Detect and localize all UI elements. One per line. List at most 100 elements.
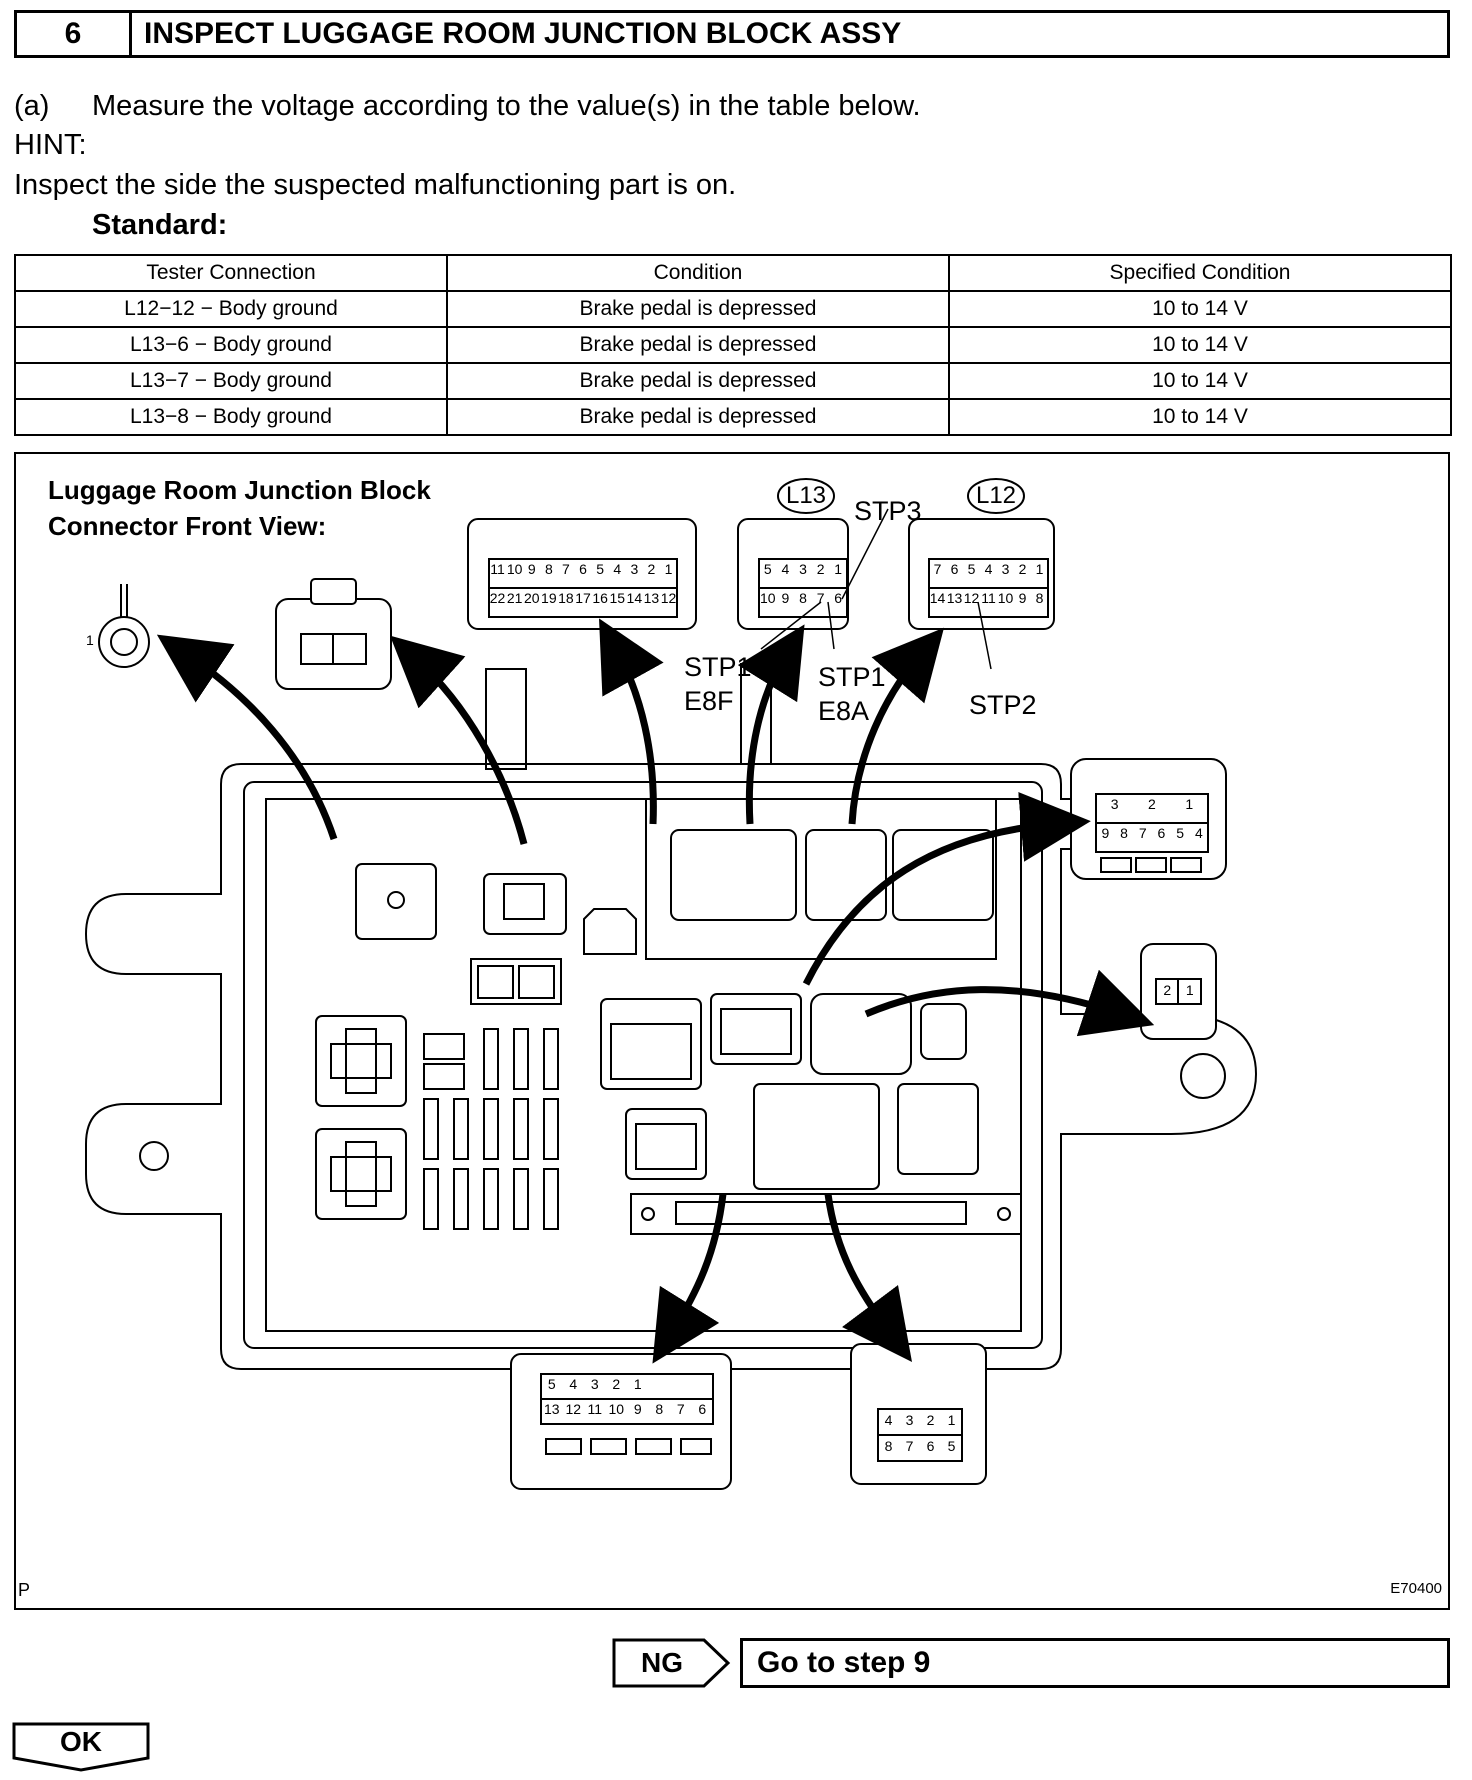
ground-stud-base bbox=[355, 863, 437, 940]
pin-number: 21 bbox=[506, 590, 523, 606]
hint-label: HINT: bbox=[14, 129, 87, 161]
pin-number: 3 bbox=[590, 1376, 599, 1392]
step-header: 6 INSPECT LUGGAGE ROOM JUNCTION BLOCK AS… bbox=[14, 10, 1450, 58]
pin-number: 19 bbox=[541, 590, 557, 606]
ng-target-text: Go to step 9 bbox=[757, 1646, 931, 1679]
pin-number: 8 bbox=[544, 561, 553, 577]
cell-tester-connection: L13−6 − Body ground bbox=[14, 326, 448, 364]
pin-number: 7 bbox=[905, 1438, 914, 1454]
ok-button[interactable]: OK bbox=[12, 1722, 150, 1772]
pin-number: 14 bbox=[929, 590, 946, 606]
step-number: 6 bbox=[17, 13, 132, 55]
diagram-drawing bbox=[84, 478, 1258, 1490]
socket-8pin bbox=[897, 1083, 979, 1175]
header-specified-condition: Specified Condition bbox=[948, 254, 1452, 292]
pin-number: 1 bbox=[1185, 982, 1194, 998]
ng-button[interactable]: NG bbox=[612, 1638, 732, 1688]
pin-number: 2 bbox=[612, 1376, 621, 1392]
relay-2 bbox=[315, 1128, 407, 1220]
cell-condition: Brake pedal is depressed bbox=[446, 326, 950, 364]
ok-label: OK bbox=[60, 1726, 102, 1757]
pin-number: 8 bbox=[655, 1401, 664, 1417]
ok-arrow-shape bbox=[12, 1722, 150, 1772]
pin-number: 17 bbox=[575, 590, 591, 606]
header-condition: Condition bbox=[446, 254, 950, 292]
pin-number: 8 bbox=[884, 1438, 893, 1454]
pin-number: 3 bbox=[1110, 796, 1119, 812]
hint-text: Inspect the side the suspected malfuncti… bbox=[14, 169, 737, 201]
pin-number: 9 bbox=[633, 1401, 642, 1417]
step-title: INSPECT LUGGAGE ROOM JUNCTION BLOCK ASSY bbox=[144, 17, 902, 50]
pin-number: 2 bbox=[647, 561, 656, 577]
terminal-strip bbox=[630, 1193, 1022, 1235]
pin-number: 9 bbox=[1101, 825, 1110, 841]
pin-number: 4 bbox=[613, 561, 622, 577]
pin-number: 5 bbox=[547, 1376, 556, 1392]
pin-number: 22 bbox=[489, 590, 506, 606]
table-row: L12−12 − Body ground Brake pedal is depr… bbox=[14, 290, 1452, 328]
standard-label: Standard: bbox=[92, 209, 228, 241]
relay-1 bbox=[315, 1015, 407, 1107]
figure-id: E70400 bbox=[1390, 1580, 1442, 1597]
junction-block-inner bbox=[243, 781, 1043, 1349]
pin-number: 7 bbox=[1138, 825, 1147, 841]
socket-l12 bbox=[892, 829, 994, 921]
pin-number: 6 bbox=[950, 561, 959, 577]
e8f-label: E8F bbox=[684, 686, 734, 716]
pin-number: 5 bbox=[596, 561, 605, 577]
stp1-e8f-label: STP1 bbox=[684, 652, 752, 682]
pin-number: 3 bbox=[905, 1412, 914, 1428]
cell-specified-condition: 10 to 14 V bbox=[948, 290, 1452, 328]
cell-specified-condition: 10 to 14 V bbox=[948, 362, 1452, 400]
pin-number: 10 bbox=[997, 590, 1014, 606]
pin-number: 11 bbox=[981, 590, 996, 606]
step-a-label: (a) bbox=[14, 90, 50, 122]
corner-label: P bbox=[18, 1580, 31, 1600]
ng-label: NG bbox=[641, 1647, 683, 1678]
pin-number: 11 bbox=[587, 1401, 603, 1417]
pin-number: 1 bbox=[947, 1412, 956, 1428]
pin-number: 6 bbox=[834, 590, 843, 606]
header-tester-connection: Tester Connection bbox=[14, 254, 448, 292]
pin-number: 3 bbox=[1001, 561, 1010, 577]
socket-22pin bbox=[670, 829, 797, 921]
pin-number: 7 bbox=[933, 561, 942, 577]
socket-13pin bbox=[753, 1083, 880, 1190]
table-row: L13−7 − Body ground Brake pedal is depre… bbox=[14, 362, 1452, 400]
pin-number: 8 bbox=[1120, 825, 1128, 841]
ng-target-box: Go to step 9 bbox=[740, 1638, 1450, 1688]
pin-number: 2 bbox=[816, 561, 825, 577]
stp3-label: STP3 bbox=[854, 496, 922, 526]
connector-l13-label: L13 bbox=[785, 482, 827, 509]
pin-number: 9 bbox=[527, 561, 536, 577]
pin-number: 13 bbox=[643, 590, 660, 606]
cell-condition: Brake pedal is depressed bbox=[446, 398, 950, 436]
pin-number: 4 bbox=[984, 561, 993, 577]
pin-number: 2 bbox=[1148, 796, 1156, 812]
pin-number: 20 bbox=[523, 590, 540, 606]
step-a-text: Measure the voltage according to the val… bbox=[92, 90, 921, 122]
pin-number: 2 bbox=[1163, 982, 1172, 998]
pin-number: 12 bbox=[565, 1401, 582, 1417]
pin-number: 4 bbox=[1194, 825, 1203, 841]
cell-tester-connection: L13−8 − Body ground bbox=[14, 398, 448, 436]
diagram-title-line1: Luggage Room Junction Block bbox=[48, 475, 431, 505]
ng-arrow-shape bbox=[612, 1638, 731, 1688]
pin-number: 12 bbox=[963, 590, 980, 606]
pin-number: 1 bbox=[1035, 561, 1044, 577]
spec-table: Tester Connection Condition Specified Co… bbox=[14, 254, 1452, 436]
pin-number: 1 bbox=[834, 561, 843, 577]
cell-condition: Brake pedal is depressed bbox=[446, 362, 950, 400]
cell-tester-connection: L13−7 − Body ground bbox=[14, 362, 448, 400]
pin-number: 10 bbox=[608, 1401, 625, 1417]
pin-number: 18 bbox=[558, 590, 574, 606]
pin-number: 9 bbox=[1018, 590, 1027, 606]
pin-number: 7 bbox=[562, 561, 570, 577]
pin-number: 3 bbox=[799, 561, 807, 577]
pin-number: 2 bbox=[926, 1412, 935, 1428]
cell-specified-condition: 10 to 14 V bbox=[948, 398, 1452, 436]
pin-number: 2 bbox=[1018, 561, 1027, 577]
cell-condition: Brake pedal is depressed bbox=[446, 290, 950, 328]
pin-number: 10 bbox=[506, 561, 523, 577]
table-row: L13−8 − Body ground Brake pedal is depre… bbox=[14, 398, 1452, 436]
